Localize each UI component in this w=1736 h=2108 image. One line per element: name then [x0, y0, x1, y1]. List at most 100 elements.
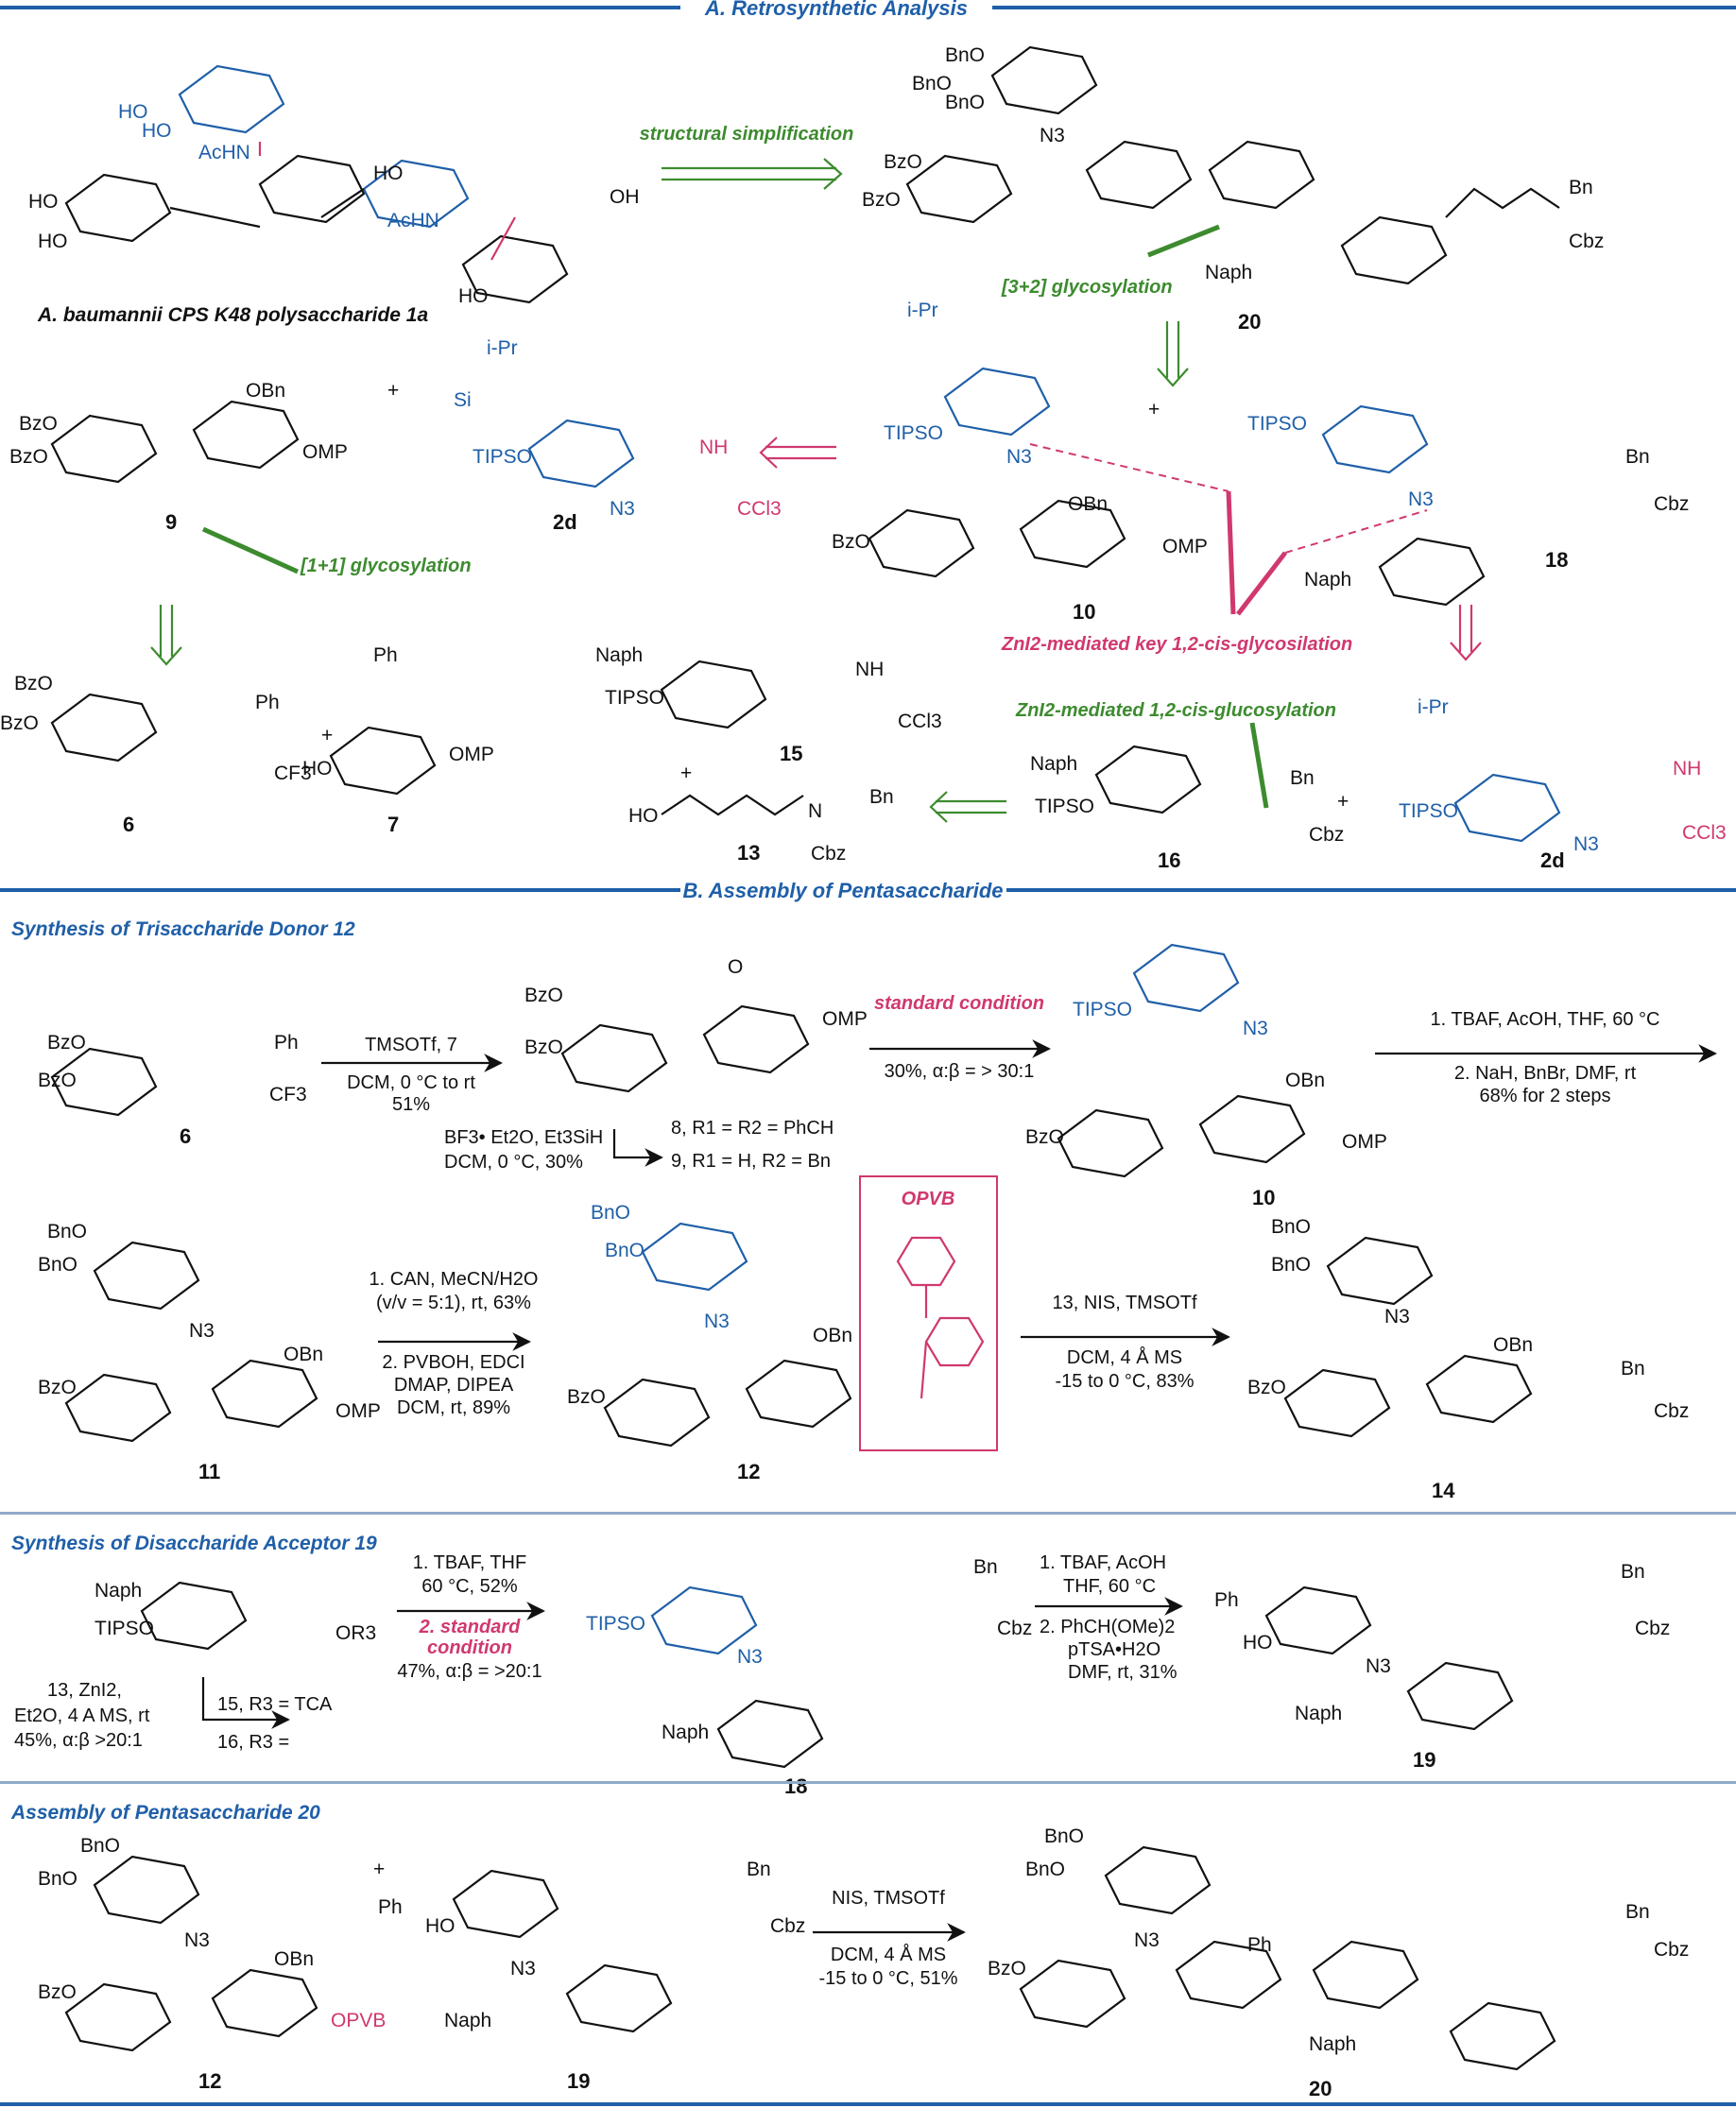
group-bn-18b: Bn — [973, 1556, 998, 1578]
step5-c: 2. PVBOH, EDCI — [382, 1352, 524, 1373]
group-cbz-19b: Cbz — [1635, 1618, 1670, 1639]
group-ho-4: HO — [38, 231, 68, 252]
group-bzo-6bb: BzO — [38, 1070, 77, 1091]
compound-18-retro: TIPSO N3 Bn Cbz Naph 18 — [1247, 404, 1689, 607]
compound-13: HO N Bn Cbz 13 — [628, 786, 894, 865]
r-15-def: 15, R3 = TCA — [217, 1694, 333, 1715]
group-ipr-2da: i-Pr — [487, 337, 518, 359]
group-nh-2db: NH — [1673, 758, 1701, 780]
group-omp-10: OMP — [1162, 536, 1208, 557]
group-bzo-20a: BzO — [884, 151, 922, 173]
group-n3-19b: N3 — [1366, 1655, 1391, 1677]
compound-label-9: 9 — [165, 510, 177, 534]
group-tipso-18: TIPSO — [1247, 413, 1307, 435]
retro-arrow-down-1 — [1157, 321, 1189, 387]
subsection-penta20: Assembly of Pentasaccharide 20 — [10, 1802, 320, 1824]
step-6: 13, NIS, TMSOTf DCM, 4 Å MS -15 to 0 °C,… — [1021, 1293, 1230, 1392]
group-bno-11b: BnO — [38, 1254, 77, 1276]
group-n3-2da: N3 — [610, 498, 635, 520]
step6-b: DCM, 4 Å MS — [1067, 1346, 1182, 1368]
group-n3-20: N3 — [1040, 125, 1065, 146]
compound-label-18-retro: 18 — [1545, 548, 1568, 572]
section-a-title: A. Retrosynthetic Analysis — [704, 0, 968, 20]
group-bzo-8a: BzO — [524, 985, 563, 1006]
step3-standard: standard condition — [874, 993, 1044, 1014]
step10-b: DCM, 4 Å MS — [831, 1944, 946, 1965]
group-naph-18b: Naph — [662, 1722, 709, 1743]
step1-yield: 51% — [392, 1094, 430, 1115]
group-nh-2da: NH — [699, 437, 728, 458]
step5-b: (v/v = 5:1), rt, 63% — [376, 1293, 531, 1313]
compound-label-12-c: 12 — [198, 2069, 221, 2093]
group-bzo-12c: BzO — [38, 1981, 77, 2003]
group-ipr-2db: i-Pr — [1418, 696, 1449, 718]
r-9-def: 9, R1 = H, R2 = Bn — [671, 1151, 831, 1172]
group-bzo-6a: BzO — [14, 673, 53, 694]
group-n3-12: N3 — [704, 1311, 730, 1332]
step9-c: 45%, α:β >20:1 — [14, 1730, 143, 1751]
compound-label-6-b: 6 — [180, 1124, 191, 1148]
step7-c: 2. standard — [419, 1617, 521, 1637]
step10-a: NIS, TMSOTf — [832, 1888, 945, 1909]
subsection-acceptor19: Synthesis of Disaccharide Acceptor 19 — [11, 1533, 377, 1554]
group-cf3-6: CF3 — [274, 763, 312, 784]
group-cbz-14: Cbz — [1654, 1400, 1689, 1422]
bottom-rule — [0, 2102, 1736, 2106]
group-cbz-18: Cbz — [1654, 493, 1689, 515]
compound-2d-b: i-Pr TIPSO N3 NH CCl3 2d — [1399, 696, 1727, 872]
group-bzo-6ba: BzO — [47, 1032, 86, 1054]
group-ph-7: Ph — [373, 644, 398, 666]
compound-19-b: Ph HO N3 Bn Cbz Naph 19 — [1214, 1561, 1670, 1772]
step6-a: 13, NIS, TMSOTf — [1053, 1293, 1197, 1313]
group-or1-8: O — [728, 956, 743, 978]
group-bzo-8b: BzO — [524, 1037, 563, 1058]
group-ho-6: HO — [458, 285, 489, 307]
group-si-2da: Si — [454, 389, 472, 411]
group-n3-10: N3 — [1006, 446, 1032, 468]
group-tipso-15: TIPSO — [605, 687, 664, 709]
group-bno-12a: BnO — [591, 1202, 630, 1224]
step7-a: 1. TBAF, THF — [413, 1552, 526, 1573]
step8-a: 1. TBAF, AcOH — [1040, 1552, 1166, 1573]
group-obn-9: OBn — [246, 380, 285, 402]
compound-15-retro: Naph TIPSO NH CCl3 15 — [595, 644, 942, 765]
divider-2 — [0, 1781, 1736, 1784]
group-bzo-20f: BzO — [988, 1958, 1026, 1979]
group-cbz-13: Cbz — [811, 843, 846, 865]
group-bn-19c: Bn — [747, 1859, 771, 1880]
group-cbz-20f: Cbz — [1654, 1939, 1689, 1961]
group-n3-14: N3 — [1384, 1306, 1410, 1328]
compound-label-19-c: 19 — [567, 2069, 590, 2093]
group-or3-15b: OR3 — [335, 1622, 376, 1644]
group-bzo-12: BzO — [567, 1386, 606, 1408]
compound-label-6-retro: 6 — [123, 813, 134, 836]
group-bn-20: Bn — [1569, 177, 1593, 198]
plus-3: + — [321, 725, 333, 746]
compound-label-10-b: 10 — [1252, 1186, 1275, 1209]
group-ph-6: Ph — [255, 692, 280, 713]
step-2: BF3• Et2O, Et3SiH DCM, 0 °C, 30% 8, R1 =… — [444, 1118, 834, 1173]
group-ipr-10a: i-Pr — [907, 300, 938, 321]
group-tipso-2da: TIPSO — [473, 446, 532, 468]
compound-label-19-b: 19 — [1413, 1748, 1435, 1772]
group-tipso-2db: TIPSO — [1399, 800, 1458, 822]
step-3: standard condition 30%, α:β = > 30:1 — [869, 993, 1051, 1082]
opvb-box-title: OPVB — [902, 1189, 955, 1209]
plus-2: + — [1148, 399, 1160, 420]
compound-label-2d-a: 2d — [553, 510, 577, 534]
compound-15-b: Naph TIPSO OR3 — [95, 1580, 376, 1651]
group-n-13: N — [808, 800, 822, 822]
group-n3-11: N3 — [189, 1320, 215, 1342]
compound-7: Ph HO OMP 7 — [302, 644, 494, 836]
compound-label-20-final: 20 — [1309, 2077, 1332, 2100]
group-naph-15: Naph — [595, 644, 643, 666]
opvb-box: OPVB — [859, 1175, 998, 1451]
group-cbz-19c: Cbz — [770, 1915, 805, 1937]
group-naph-20: Naph — [1205, 262, 1252, 283]
group-n3-18b: N3 — [737, 1646, 763, 1668]
compound-9: BzO BzO OMP OBn 9 [1+1] glycosylation — [9, 380, 472, 576]
compound-label-2d-b: 2d — [1540, 848, 1565, 872]
group-ho-2: HO — [142, 120, 172, 142]
group-bno-11a: BnO — [47, 1221, 87, 1243]
